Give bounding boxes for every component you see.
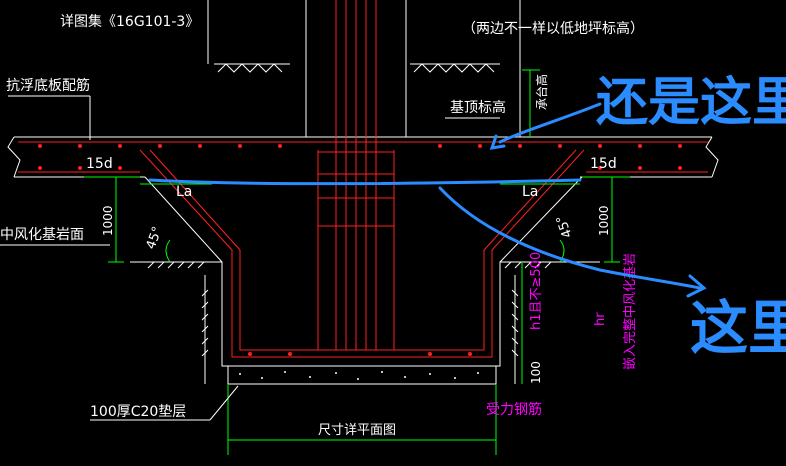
label-embed-note: 嵌入完整中风化基岩 (623, 253, 638, 370)
label-cushion: 100厚C20垫层 (90, 404, 186, 420)
dim-right-1000: 1000 (597, 205, 611, 236)
dim-left-la: La (176, 184, 192, 200)
label-hr: hr (593, 312, 608, 326)
cushion-speckle (239, 371, 479, 380)
label-stressed-rebar: 受力钢筋 (486, 401, 542, 418)
label-h-embed: h1且不≥500 (529, 252, 544, 330)
dim-right-15d: 15d (590, 156, 617, 172)
handwriting-bottom-right: 这里 (690, 294, 786, 362)
label-foundation-top: 基顶标高 (450, 99, 506, 116)
dimension-lines (84, 69, 630, 455)
dim-right-45: 45° (554, 213, 576, 240)
label-rock-surface: 中风化基岩面 (0, 226, 84, 243)
label-depth-vert: 承台高 (534, 74, 549, 110)
label-anti-float: 抗浮底板配筋 (6, 77, 90, 94)
dim-left-1000: 1000 (101, 205, 115, 236)
rebar-dots (38, 144, 682, 356)
leader-lines (0, 95, 500, 421)
dim-bottom-100: 100 (529, 361, 543, 384)
handwriting-top-right: 还是这里 (596, 73, 786, 133)
dim-right-la: La (522, 184, 538, 200)
label-top-right-paren: （两边不一样以低地坪标高） (462, 20, 644, 37)
rebar-lines (18, 0, 708, 358)
dim-left-45: 45° (144, 225, 166, 252)
hand-annotation-strokes (148, 102, 707, 298)
label-see-plan: 尺寸详平面图 (318, 423, 396, 438)
dim-left-15d: 15d (86, 156, 113, 172)
label-top-ref: 详图集《16G101-3》 (60, 13, 199, 30)
grade-hatch (147, 63, 552, 357)
